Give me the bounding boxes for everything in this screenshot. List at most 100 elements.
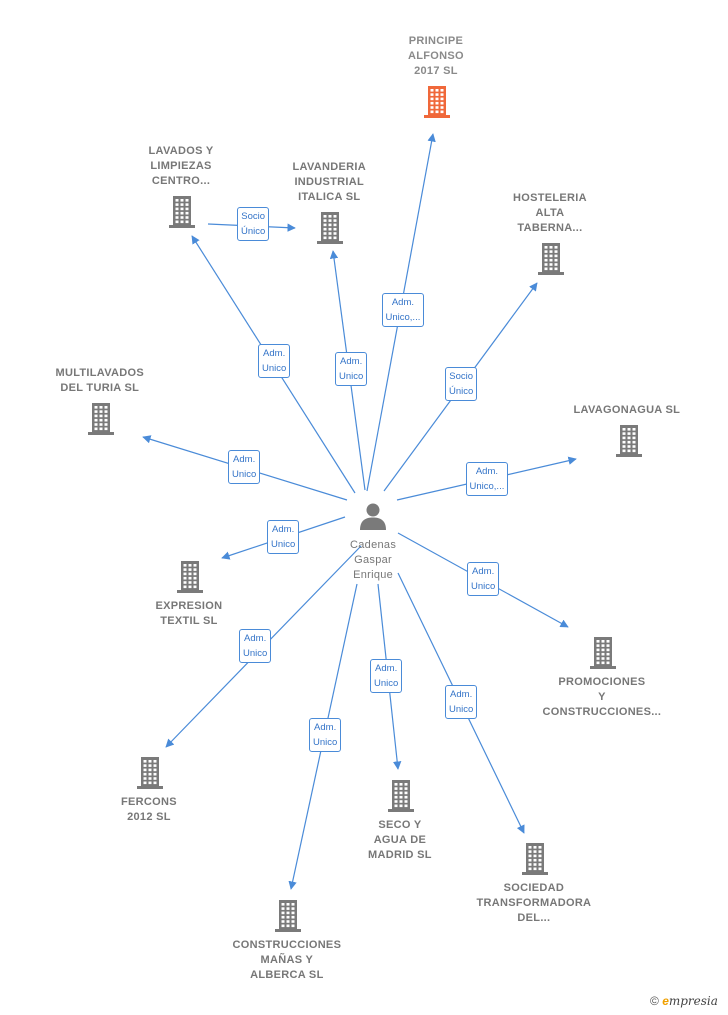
company-label-line: INDUSTRIAL: [294, 176, 365, 188]
company-label-construcciones[interactable]: CONSTRUCCIONES MAÑAS Y ALBERCA SL: [233, 938, 342, 983]
edge-label-line: Unico,...: [469, 481, 505, 492]
company-label-expresion[interactable]: EXPRESION TEXTIL SL: [156, 599, 223, 629]
company-label-line: PROMOCIONES: [558, 676, 646, 688]
company-label-line: Y: [598, 691, 606, 703]
company-node-sociedad[interactable]: [517, 841, 553, 882]
edge-label-line: Unico: [243, 648, 268, 659]
edge-label-principe[interactable]: Adm. Unico,...: [381, 293, 425, 327]
company-label-line: ALFONSO: [408, 50, 464, 62]
edge-label-expresion[interactable]: Adm. Unico: [267, 520, 300, 554]
building-icon: [137, 757, 163, 789]
edge-label-fercons[interactable]: Adm. Unico: [239, 629, 272, 663]
edge-label-line: Unico: [449, 704, 474, 715]
edge-label-line: Adm.: [314, 722, 337, 733]
edge-label-sociedad[interactable]: Adm.Unico: [445, 685, 478, 719]
edge-label-line: Adm.: [375, 663, 398, 674]
edge-label-seco[interactable]: Adm. Unico: [370, 659, 403, 693]
person-name-line: Cadenas: [350, 539, 397, 551]
person-icon: [360, 503, 386, 530]
building-icon: [275, 900, 301, 932]
company-label-line: PRINCIPE: [408, 35, 464, 47]
edge-label-line: Unico: [374, 678, 399, 689]
company-label-line: DEL...: [517, 912, 551, 924]
person-name-line: Gaspar: [354, 554, 392, 566]
edge-label-line: Adm.: [244, 633, 267, 644]
company-label-line: LAVANDERIA: [292, 161, 366, 173]
company-node-hosteleria[interactable]: [533, 241, 569, 282]
company-label-line: CONSTRUCCIONES: [232, 939, 342, 951]
company-label-line: LAVADOS Y: [148, 145, 214, 157]
edge-label-line: Unico: [339, 371, 364, 382]
edge-label-line: Unico: [262, 363, 287, 374]
company-label-line: TEXTIL SL: [160, 615, 218, 627]
edge-label-lavados[interactable]: Adm. Unico: [258, 344, 291, 378]
edge-label-line: Unico: [471, 581, 496, 592]
company-label-lavanderia[interactable]: LAVANDERIA INDUSTRIAL ITALICA SL: [293, 160, 366, 205]
company-node-principe[interactable]: [419, 84, 455, 125]
company-node-multilavados[interactable]: [83, 401, 119, 442]
brand-name: mpresia: [668, 994, 718, 1008]
edge-label-lavanderia[interactable]: Adm.Unico: [335, 352, 368, 386]
company-label-line: LAVAGONAGUA SL: [573, 404, 681, 416]
company-node-seco[interactable]: [383, 778, 419, 819]
edge-label-line: Adm.: [391, 297, 415, 308]
edge-label-line: Unico: [313, 737, 338, 748]
edge-label-line: Unico: [271, 539, 296, 550]
company-label-line: MADRID SL: [368, 849, 432, 861]
company-label-line: CENTRO...: [151, 175, 211, 187]
edge-label-line: Socio: [449, 371, 474, 382]
brand-e-glyph: e: [662, 994, 669, 1008]
building-icon: [522, 843, 548, 875]
building-icon: [590, 637, 616, 669]
edge-label-lavagonagua[interactable]: Adm. Unico,...: [465, 462, 509, 496]
company-label-lavagonagua[interactable]: LAVAGONAGUA SL: [574, 403, 681, 418]
person-name-line: Enrique: [353, 569, 394, 581]
company-node-lavagonagua[interactable]: [611, 423, 647, 464]
company-node-lavanderia[interactable]: [312, 210, 348, 251]
building-icon: [424, 86, 450, 118]
company-label-line: ITALICA SL: [298, 191, 361, 203]
edge-label-construcciones[interactable]: Adm. Unico: [309, 718, 342, 752]
edge-label-line: Unico,...: [385, 312, 421, 323]
edge-label-line: Adm.: [475, 466, 499, 477]
company-label-line: MAÑAS Y: [260, 954, 314, 966]
company-label-line: EXPRESION: [155, 600, 223, 612]
edge-label-line: Socio: [241, 211, 266, 222]
edge-label-line: Adm.: [233, 454, 256, 465]
edge-label-line: Adm.: [272, 524, 295, 535]
company-node-expresion[interactable]: [172, 559, 208, 600]
building-icon: [538, 243, 564, 275]
company-node-construcciones[interactable]: [270, 898, 306, 939]
building-icon: [177, 561, 203, 593]
edge-label-promociones[interactable]: Adm. Unico: [467, 562, 500, 596]
edge-label-line: Único: [241, 226, 266, 237]
copyright-icon: ©: [650, 994, 659, 1008]
company-label-line: DEL TURIA SL: [60, 382, 140, 394]
company-node-fercons[interactable]: [132, 755, 168, 796]
company-label-line: ALBERCA SL: [250, 969, 324, 981]
building-icon: [388, 780, 414, 812]
building-icon: [88, 403, 114, 435]
building-icon: [616, 425, 642, 457]
company-node-lavados[interactable]: [164, 194, 200, 235]
watermark[interactable]: © empresia: [650, 994, 718, 1008]
company-label-line: AGUA DE: [373, 834, 427, 846]
edge-label-line: Adm.: [472, 566, 495, 577]
edge-label-line: Adm.: [263, 348, 286, 359]
edge-label-line: Único: [449, 386, 474, 397]
edge-label-multilavados[interactable]: Adm.Unico: [228, 450, 261, 484]
company-node-promociones[interactable]: [585, 635, 621, 676]
company-label-line: TRANSFORMADORA: [476, 897, 592, 909]
